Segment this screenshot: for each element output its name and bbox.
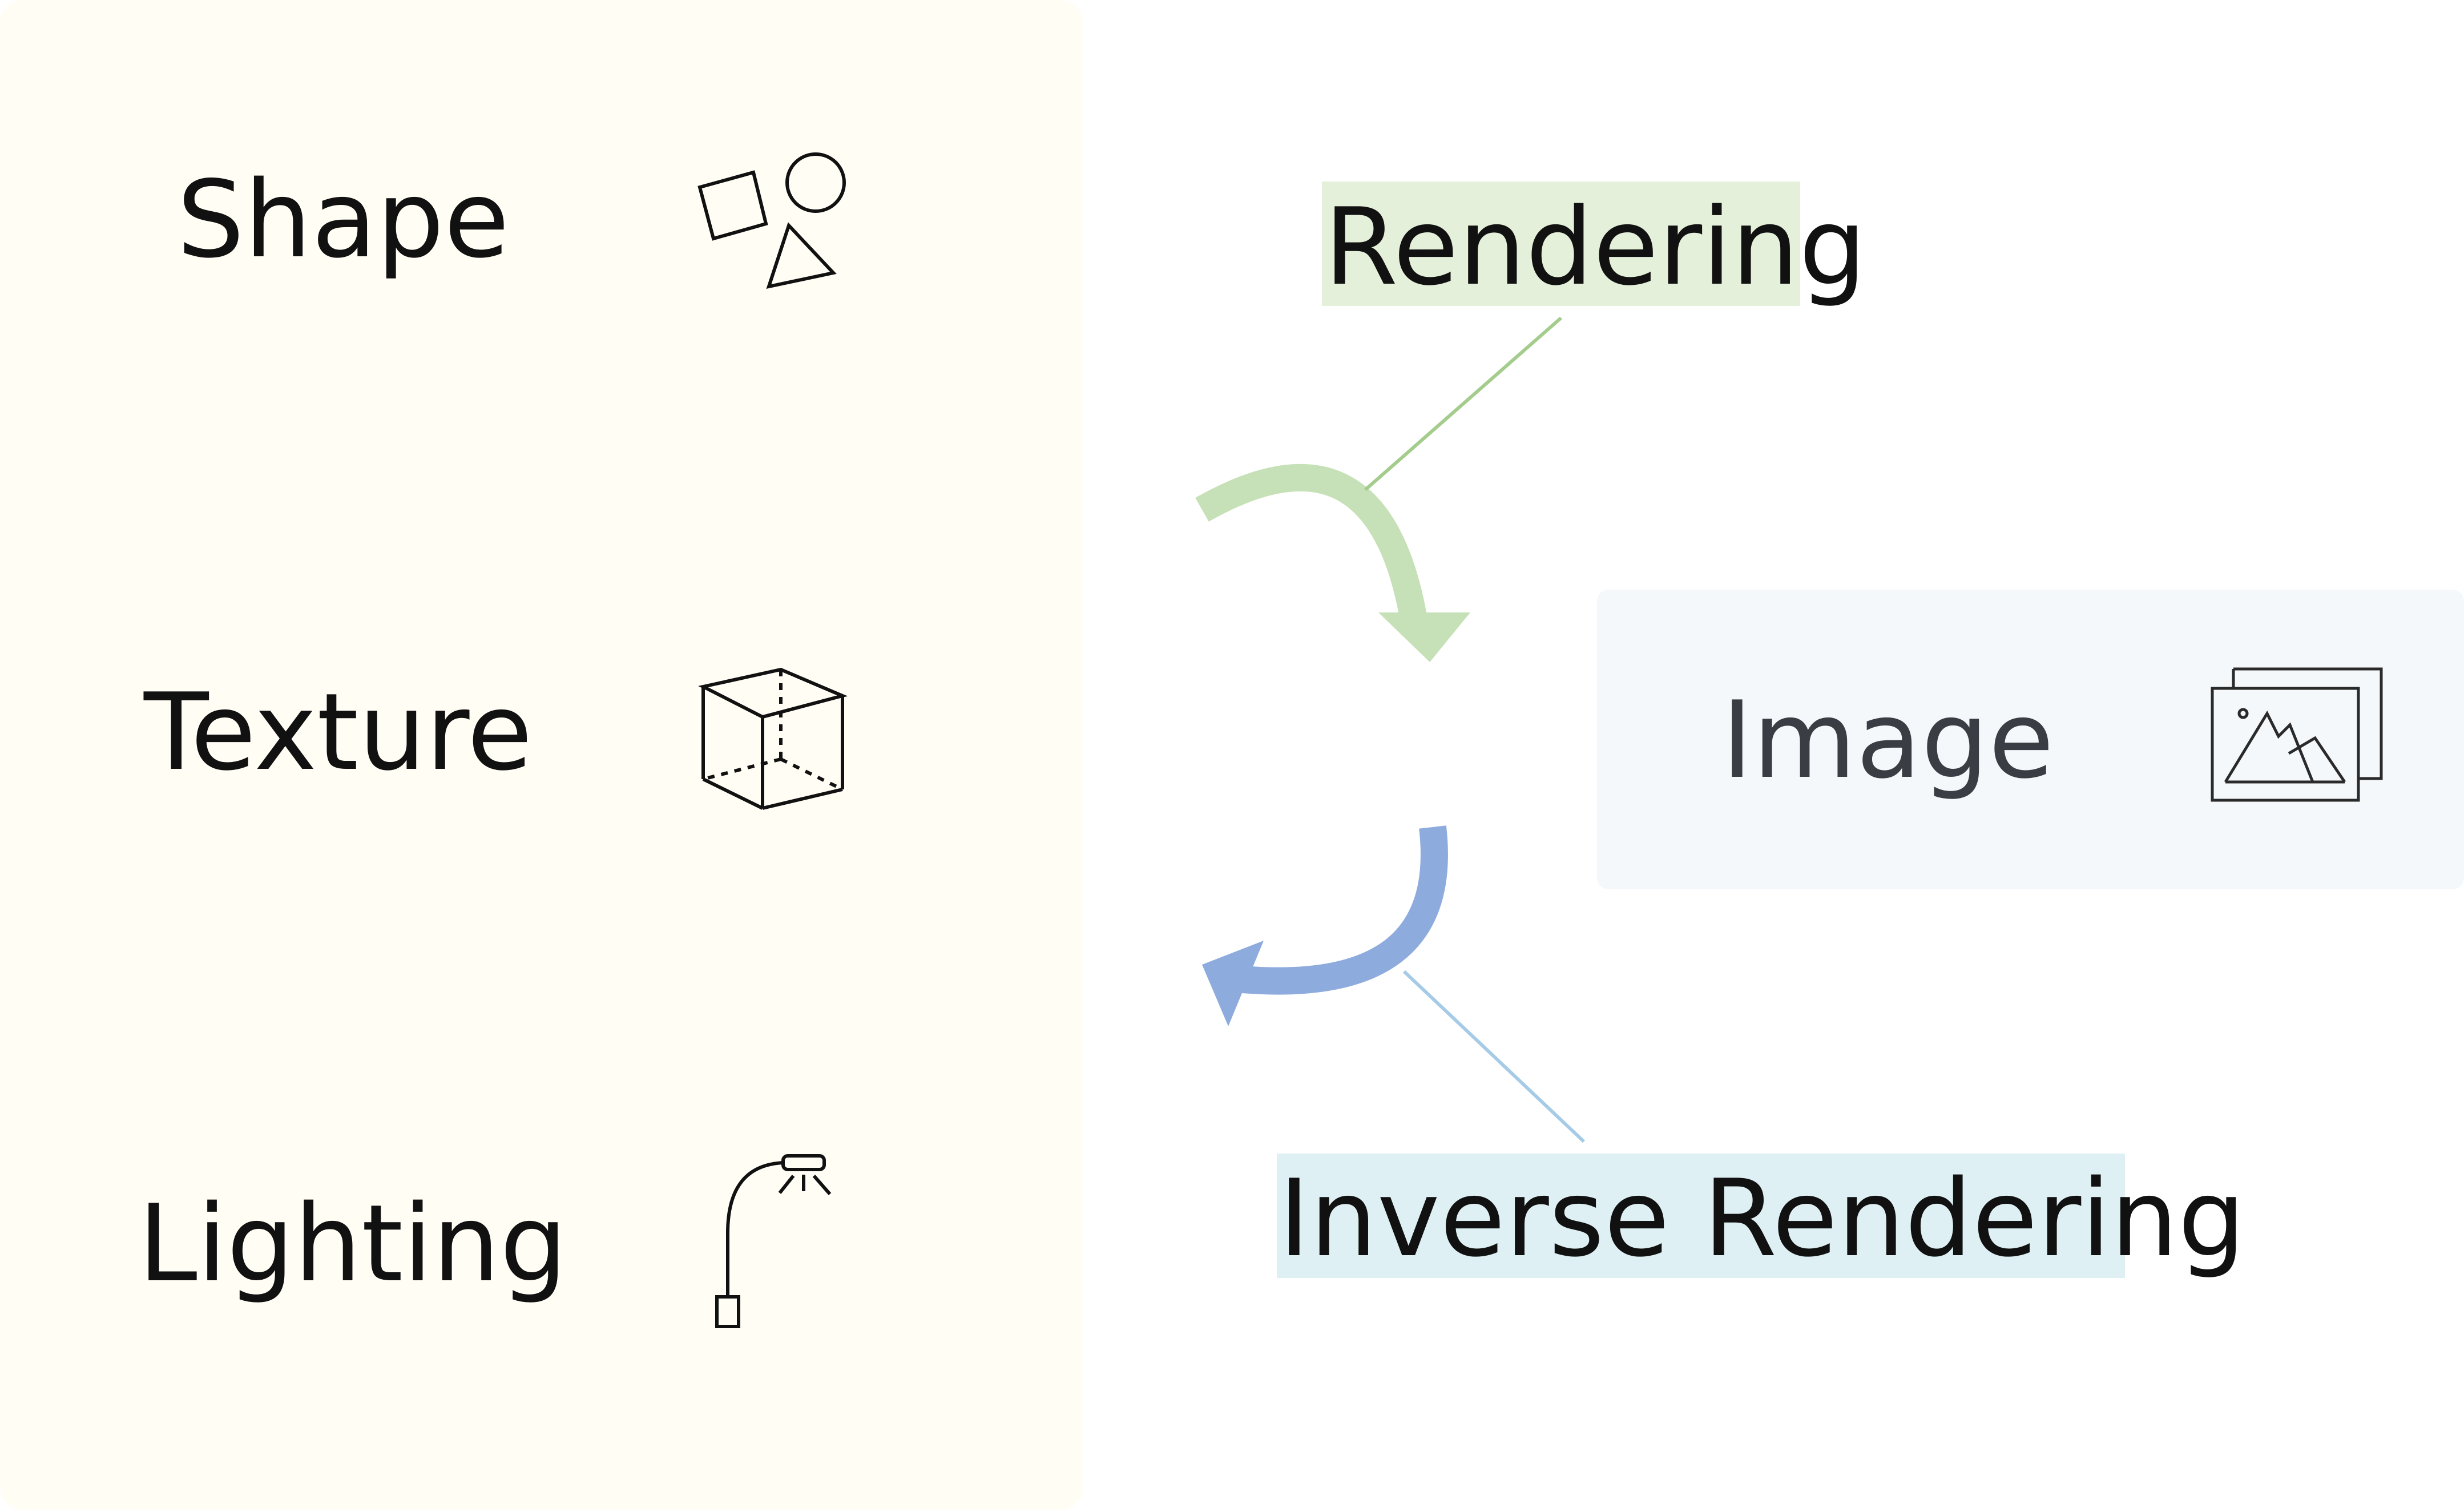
image-label: Image bbox=[1721, 678, 2054, 802]
rendering-label-highlight bbox=[1322, 182, 1800, 306]
shape-label: Shape bbox=[177, 158, 510, 281]
image-panel bbox=[1597, 590, 2464, 889]
lamp-icon bbox=[715, 1154, 832, 1328]
inverse-rendering-label: Inverse Rendering bbox=[1279, 1156, 2245, 1280]
rendering-arrow bbox=[1195, 316, 1562, 662]
image-gallery-icon bbox=[2211, 667, 2383, 802]
scene-parameters-panel bbox=[0, 0, 1083, 1510]
texture-label: Texture bbox=[144, 670, 533, 794]
cube-icon bbox=[698, 667, 848, 810]
rendering-label: Rendering bbox=[1324, 185, 1866, 309]
inverse-rendering-arrow bbox=[1202, 825, 1586, 1143]
inverse-rendering-label-highlight bbox=[1277, 1154, 2125, 1278]
lighting-label: Lighting bbox=[138, 1182, 567, 1305]
shapes-icon bbox=[697, 152, 846, 289]
